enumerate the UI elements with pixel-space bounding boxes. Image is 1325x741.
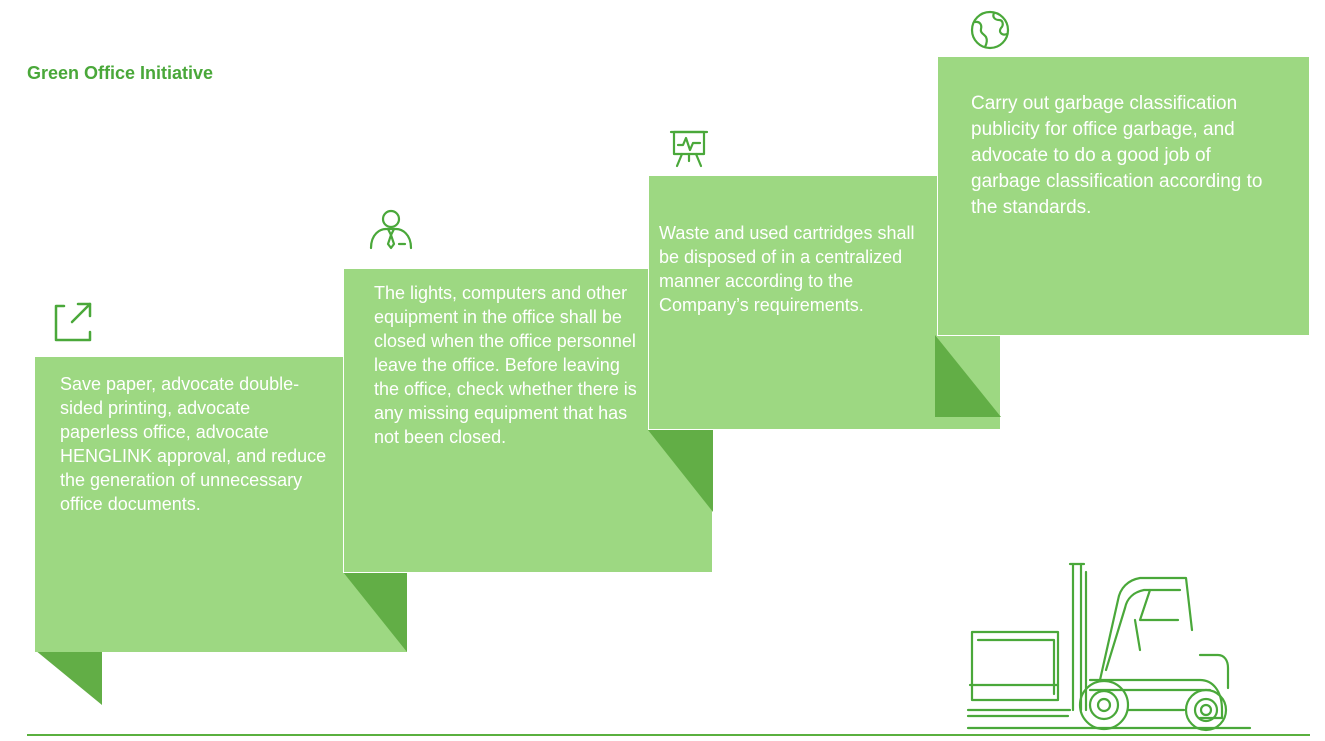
step-1-fold-shadow [35, 650, 102, 705]
page-title: Green Office Initiative [27, 63, 214, 83]
step-3-text: Waste and used cartridges shall be dispo… [659, 223, 915, 315]
step-1-text: Save paper, advocate double-sided printi… [60, 374, 327, 514]
person-tie-icon [367, 208, 415, 257]
step-4-text: Carry out garbage classification publici… [971, 93, 1263, 218]
step-4-card: Carry out garbage classification publici… [937, 56, 1310, 336]
globe-icon [968, 8, 1012, 57]
ground-line [27, 734, 1310, 736]
step-2-text: The lights, computers and other equipmen… [374, 283, 637, 447]
share-arrow-icon [50, 300, 94, 349]
forklift-illustration [950, 560, 1275, 741]
presentation-board-icon [668, 128, 710, 173]
